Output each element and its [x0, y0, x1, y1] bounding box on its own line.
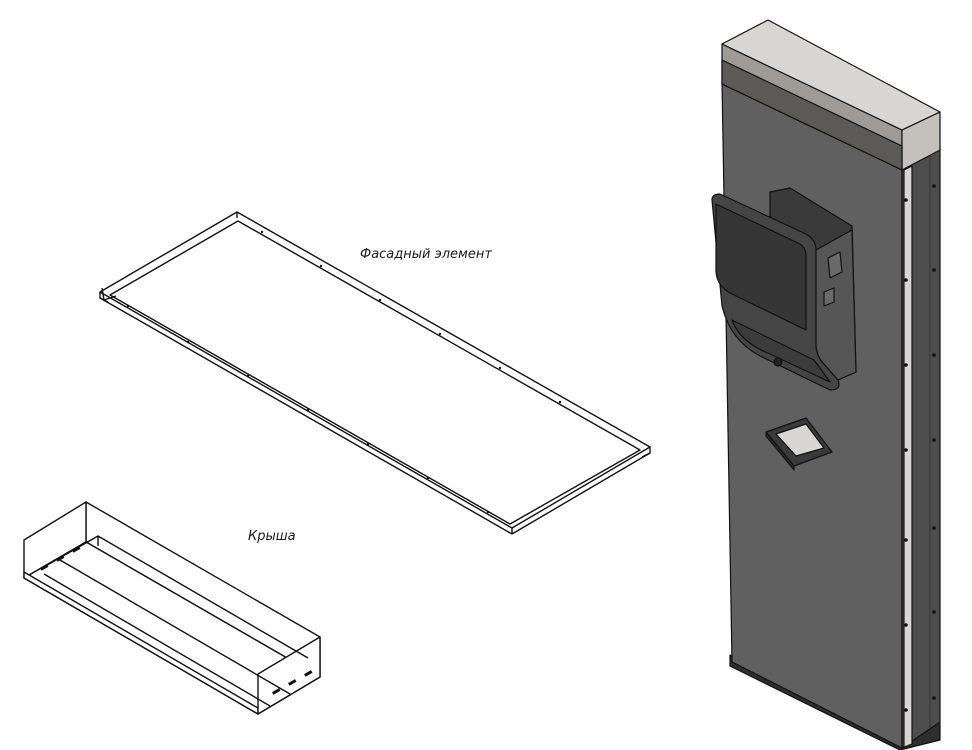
facade-element-label: Фасадный элемент [360, 247, 492, 262]
charging-station-drawing [711, 19, 941, 750]
facade-inner-frame [109, 220, 641, 525]
roof-drawing [23, 501, 321, 715]
roof-channel-lines [41, 535, 309, 707]
facade-left-flange [101, 287, 117, 301]
roof-slots [40, 546, 313, 695]
facade-holes-top [260, 230, 562, 404]
terminal-lower-bevel [731, 319, 831, 383]
facade-holes-bottom [126, 304, 490, 514]
station-front-face [721, 81, 903, 749]
cable-holder [765, 417, 833, 471]
roof-label: Крыша [248, 529, 296, 544]
station-side-rail [903, 165, 913, 748]
terminal-connector [823, 251, 843, 307]
terminal-screen [715, 203, 807, 331]
station-side-screws [904, 184, 936, 712]
terminal-indicator [773, 357, 783, 367]
facade-element-drawing [99, 211, 651, 535]
station-cap-band [721, 59, 903, 171]
facade-rim-line [99, 297, 651, 535]
terminal-side [815, 229, 857, 381]
